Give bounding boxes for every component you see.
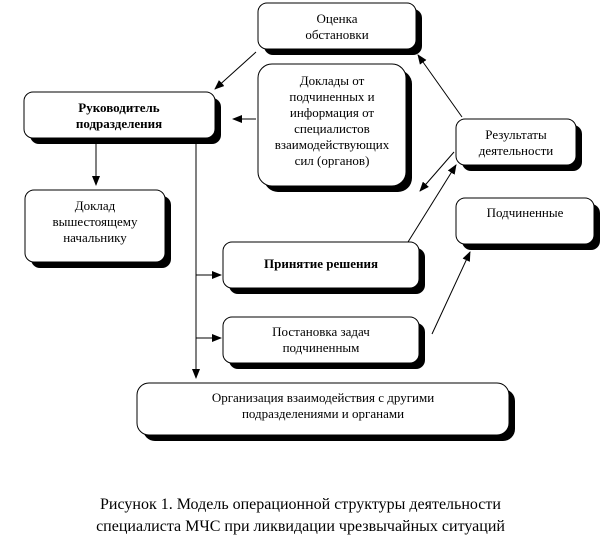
label-line: начальнику: [63, 230, 127, 245]
label-subordinates: Подчиненные: [487, 205, 564, 220]
label-line: взаимодействующих: [275, 137, 390, 152]
label-line: подчиненным: [283, 340, 360, 355]
label-decision: Принятие решения: [264, 256, 378, 271]
node-manager: [23, 91, 216, 139]
node-reports: [257, 63, 407, 187]
arrow-results-to-assessment: [417, 54, 463, 118]
node-superior-report: [24, 189, 166, 263]
label-line: деятельности: [479, 143, 553, 158]
label-line: Доклады от: [300, 73, 365, 88]
caption-line-1: Рисунок 1. Модель операционной структуры…: [100, 496, 501, 513]
label-line: специалистов: [294, 121, 370, 136]
node-results: [455, 118, 577, 166]
label-line: Оценка: [317, 11, 358, 26]
label-line: информация от: [290, 105, 375, 120]
label-line: сил (органов): [295, 153, 370, 168]
label-line: подразделения: [76, 116, 162, 131]
caption-line-2: специалиста МЧС при ликвидации чрезвычай…: [96, 518, 505, 535]
label-line: Постановка задач: [272, 324, 370, 339]
node-tasking: [222, 316, 420, 364]
arrow-assessment-to-manager: [214, 51, 257, 90]
label-line: Подчиненные: [487, 205, 564, 220]
figure-caption: Рисунок 1. Модель операционной структуры…: [0, 494, 601, 538]
label-line: вышестоящему: [53, 214, 138, 229]
label-line: Руководитель: [78, 100, 160, 115]
label-line: Доклад: [75, 198, 116, 213]
label-line: обстановки: [305, 27, 368, 42]
label-line: Организация взаимодействия с другими: [212, 390, 434, 405]
node-decision: [222, 241, 420, 289]
node-subordinates: [455, 197, 595, 245]
arrow-results-to-reports: [419, 151, 455, 192]
label-line: Принятие решения: [264, 256, 378, 271]
label-line: подчиненных и: [289, 89, 374, 104]
label-line: Результаты: [485, 127, 547, 142]
arrow-decision-to-results: [407, 164, 457, 243]
node-assessment: [257, 2, 417, 50]
arrow-tasking-to-subordinates: [431, 251, 471, 335]
label-line: подразделениями и органами: [242, 406, 404, 421]
node-interaction: [136, 382, 510, 436]
